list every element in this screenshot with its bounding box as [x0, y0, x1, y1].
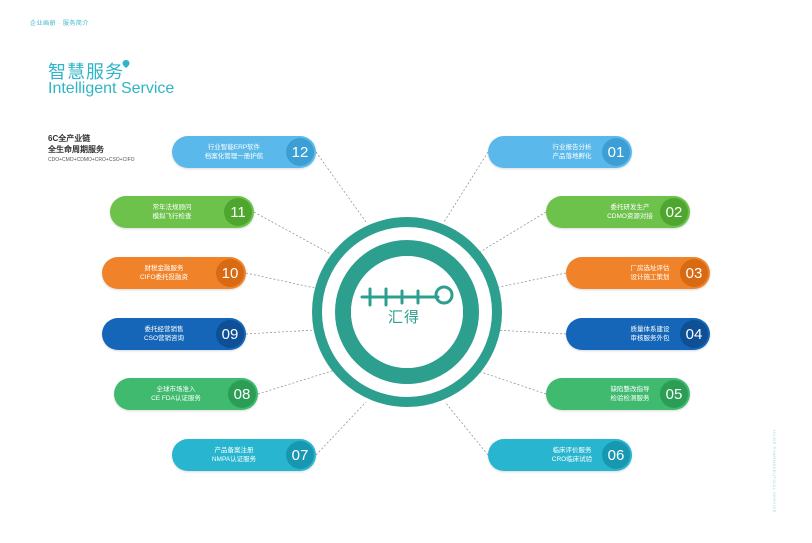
service-line-1: 委托研发生产	[610, 204, 650, 211]
service-number: 05	[660, 380, 688, 408]
ring-center	[351, 256, 463, 368]
service-number: 04	[680, 320, 708, 348]
service-line-2: 设计施工策划	[630, 274, 670, 281]
service-line-1: 临床评价服务	[552, 447, 592, 454]
service-text: 临床评价服务 CRO临床试验	[520, 439, 624, 471]
service-pill-08: 全球市场准入 CE FDA认证服务 08	[114, 378, 258, 410]
service-line-2: 产品落地孵化	[552, 153, 592, 160]
connector-line-10	[245, 272, 316, 289]
service-text: 厂房选址评估设计施工策划	[598, 257, 702, 289]
service-line-1: 缺陷整改指导	[610, 386, 650, 393]
service-line-1: 行业报告分析	[552, 144, 592, 151]
service-number: 03	[680, 259, 708, 287]
connector-line-08	[257, 369, 336, 395]
service-number: 07	[286, 441, 314, 469]
service-text: 行业智能ERP软件档案化管理一册护航	[182, 136, 286, 168]
service-text: 委托研发生产 CDMO资源对接	[578, 196, 682, 228]
service-text: 常年法规顾问模拟飞行检查	[120, 196, 224, 228]
service-line-2: NMPA认证服务	[211, 456, 257, 463]
service-line-2: CDMO资源对接	[607, 213, 653, 220]
service-line-1: 财税金融服务	[144, 265, 184, 272]
service-text: 缺陷整改指导检验检测服务	[578, 378, 682, 410]
service-line-2: 档案化管理一册护航	[204, 153, 264, 160]
service-pill-02: 委托研发生产 CDMO资源对接 02	[546, 196, 690, 228]
connector-line-03	[494, 272, 567, 289]
service-pill-10: 财税金融服务 CIFO委托投融资 10	[102, 257, 246, 289]
service-line-1: 委托经营销售	[144, 326, 184, 333]
service-number: 08	[228, 380, 256, 408]
service-text: 质量体系建设审核服务外包	[598, 318, 702, 350]
service-number: 10	[216, 259, 244, 287]
service-line-2: 检验检测服务	[610, 395, 650, 402]
service-pill-09: 委托经营销售 CSO营销咨询 09	[102, 318, 246, 350]
service-text: 委托经营销售 CSO营销咨询	[112, 318, 216, 350]
service-line-2: 模拟飞行检查	[152, 213, 192, 220]
location-pin-icon	[122, 60, 130, 68]
service-number: 06	[602, 441, 630, 469]
center-ring	[312, 217, 502, 407]
outer-ring	[312, 217, 502, 407]
service-line-1: 质量体系建设	[630, 326, 670, 333]
service-text: 全球市场准入 CE FDA认证服务	[124, 378, 228, 410]
page-title-cn: 智慧服务	[48, 62, 124, 82]
service-pill-06: 临床评价服务 CRO临床试验 06	[488, 439, 632, 471]
intro-line-3: CDO+CMO+CDMO+CRO+CSO+CIFO	[48, 157, 135, 163]
service-pill-07: 产品备案注册 NMPA认证服务 07	[172, 439, 316, 471]
service-line-2: CE FDA认证服务	[151, 395, 201, 402]
connector-line-06	[444, 401, 489, 456]
intro-line-2: 全生命周期服务	[48, 145, 104, 154]
connector-line-12	[315, 151, 367, 223]
service-number: 09	[216, 320, 244, 348]
service-line-2: 审核服务外包	[630, 335, 670, 342]
connector-line-04	[494, 329, 567, 335]
service-line-1: 厂房选址评估	[630, 265, 670, 272]
service-line-2: CRO临床试验	[551, 456, 593, 463]
service-text: 产品备案注册 NMPA认证服务	[182, 439, 286, 471]
connector-line-09	[245, 329, 316, 335]
connector-line-01	[443, 151, 489, 223]
service-number: 01	[602, 138, 630, 166]
service-line-1: 行业智能ERP软件	[207, 144, 261, 151]
service-line-1: 常年法规顾问	[152, 204, 192, 211]
logo-text: 汇得	[388, 309, 421, 326]
page-title-en: Intelligent Service	[48, 80, 175, 97]
key-logo-icon	[360, 285, 454, 307]
service-line-2: CIFO委托投融资	[139, 274, 189, 281]
service-number: 02	[660, 198, 688, 226]
inner-ring	[335, 240, 479, 384]
service-line-1: 产品备案注册	[214, 447, 254, 454]
connector-line-02	[469, 211, 547, 259]
service-number: 11	[224, 198, 252, 226]
connector-line-07	[315, 401, 367, 456]
side-note: HUIDE PHARMACEUTICAL SERVICE	[772, 430, 777, 513]
service-number: 12	[286, 138, 314, 166]
intro-line-1: 6C全产业链	[48, 134, 91, 143]
connector-line-05	[474, 369, 547, 395]
top-note: 企业画册 · 服务简介	[30, 21, 89, 27]
service-text: 财税金融服务 CIFO委托投融资	[112, 257, 216, 289]
service-line-2: CSO营销咨询	[143, 335, 185, 342]
service-line-1: 全球市场准入	[156, 386, 196, 393]
service-text: 行业报告分析产品落地孵化	[520, 136, 624, 168]
